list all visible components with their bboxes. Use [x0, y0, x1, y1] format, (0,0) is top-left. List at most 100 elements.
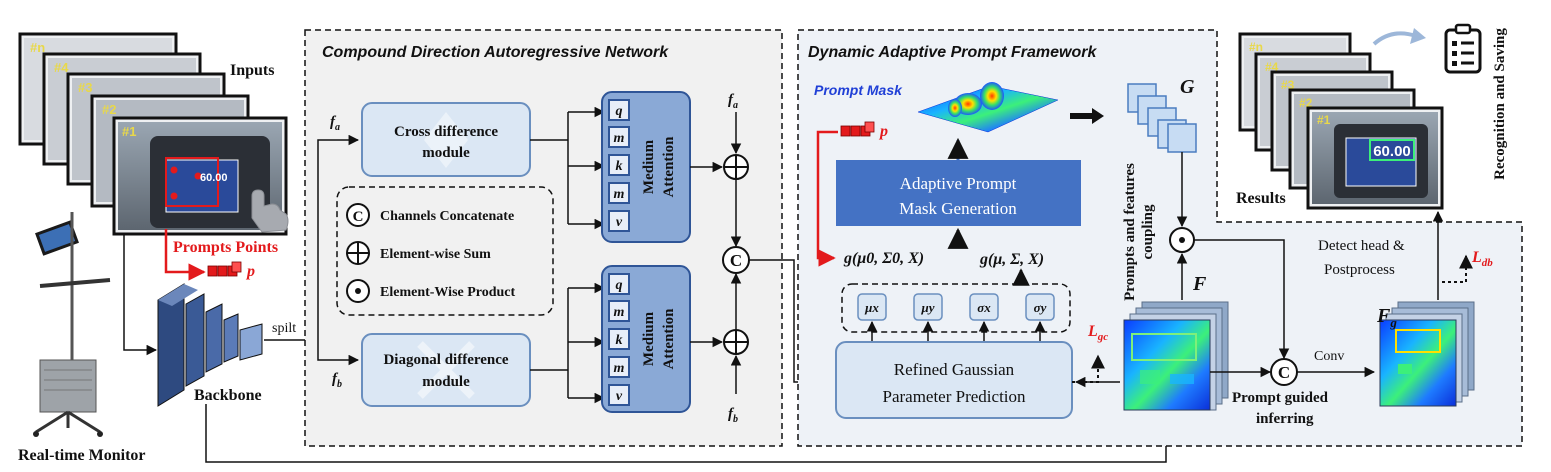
product-op	[1169, 227, 1195, 253]
cdan-title: Compound Direction Autoregressive Networ…	[322, 44, 669, 61]
prompts-points-label: Prompts Points	[173, 239, 278, 256]
prompt-mask-label: Prompt Mask	[814, 82, 903, 98]
fa-arrow	[317, 134, 360, 340]
svg-text:Adaptive Prompt: Adaptive Prompt	[900, 174, 1017, 193]
svg-text:m: m	[614, 305, 625, 320]
concat-op-right: C	[1270, 358, 1298, 386]
input-to-backbone-arrow	[123, 234, 158, 356]
frame-label: #4	[54, 60, 69, 75]
sum-op-top	[723, 154, 749, 180]
frame-label: #1	[122, 124, 136, 139]
param-mu-x: μx	[864, 300, 879, 315]
svg-text:m: m	[614, 361, 625, 376]
dapf-title: Dynamic Adaptive Prompt Framework	[808, 44, 1097, 61]
result-frames: #n #4 #3 #2 60.00 #1	[1238, 32, 1444, 210]
input-frames: #n #4 #3 #2 60.00 #1	[18, 32, 289, 236]
product-legend-icon	[346, 279, 370, 303]
svg-text:Refined Gaussian: Refined Gaussian	[894, 360, 1015, 379]
svg-text:Cross difference: Cross difference	[394, 124, 498, 140]
fb-label: fb	[332, 371, 342, 390]
param-sigma-x: σx	[977, 300, 991, 315]
concat-op: C	[722, 246, 750, 274]
Fg-label: Fg	[1376, 305, 1397, 330]
result-frame-label: #1	[1317, 113, 1331, 127]
frame-label: #3	[78, 80, 92, 95]
svg-text:module: module	[422, 145, 470, 161]
legend-concat-label: Channels Concatenate	[380, 209, 514, 224]
prompt-guided-label-2: inferring	[1256, 411, 1314, 427]
screen-reading: 60.00	[200, 172, 228, 184]
backbone-label: Backbone	[194, 387, 262, 404]
fb-bottom-label: fb	[728, 406, 738, 425]
cross-fanout-arrows	[530, 106, 606, 230]
svg-text:C: C	[353, 209, 364, 225]
split-label: spilt	[272, 321, 296, 336]
prompt-guided-label-1: Prompt guided	[1232, 390, 1329, 406]
svg-text:Diagonal difference: Diagonal difference	[383, 352, 508, 368]
diagonal-difference-module: Diagonal difference module	[361, 333, 531, 407]
svg-text:module: module	[422, 374, 470, 390]
concat-legend-icon	[346, 203, 370, 227]
svg-text:v: v	[616, 389, 623, 404]
prompt-arrow	[164, 229, 206, 281]
F-feature-heatmap	[1123, 301, 1229, 411]
medium-attention-top: q m k m v Medium Attention	[601, 91, 691, 243]
rgpp-to-params-arrows	[866, 320, 1046, 342]
param-sigma-y: σy	[1034, 300, 1047, 315]
input-frame-1: 60.00 #1	[112, 116, 289, 236]
refined-gaussian-parameter-prediction: Refined Gaussian Parameter Prediction	[835, 341, 1073, 419]
coupling-label-1: Prompts and features	[1122, 163, 1138, 301]
results-label: Results	[1236, 190, 1286, 207]
monitor-device-icon	[33, 212, 111, 437]
svg-text:C: C	[730, 251, 742, 270]
svg-text:k: k	[616, 159, 623, 174]
svg-text:Medium: Medium	[641, 139, 657, 194]
detect-head-label-1: Detect head &	[1318, 238, 1405, 254]
backbone-network	[157, 283, 263, 407]
legend-product-label: Element-Wise Product	[380, 285, 516, 300]
prompt-cubes-icon	[207, 261, 242, 277]
svg-text:Parameter Prediction: Parameter Prediction	[882, 387, 1026, 406]
sum-legend-icon	[346, 241, 370, 265]
dapf-prompt-cubes-icon	[840, 121, 875, 137]
prompt-mask-surface	[917, 82, 1059, 133]
svg-text:q: q	[616, 104, 623, 119]
save-arrow	[1372, 31, 1417, 46]
dapf-p-symbol: p	[878, 123, 888, 140]
conv-label: Conv	[1314, 349, 1344, 364]
sum-op-bottom	[723, 329, 749, 355]
recognition-label: Recognition and Saving	[1492, 28, 1508, 180]
detect-head-label-2: Postprocess	[1324, 262, 1395, 278]
g-expression: g(μ, Σ, X)	[979, 251, 1044, 268]
g0-expression: g(μ0, Σ0, X)	[843, 250, 924, 267]
svg-text:C: C	[1278, 363, 1290, 382]
coupling-label-2: coupling	[1140, 204, 1156, 260]
cross-difference-module: Cross difference module	[361, 102, 531, 177]
inputs-label: Inputs	[230, 62, 274, 79]
svg-text:m: m	[614, 131, 625, 146]
detect-loss-arrow	[1442, 254, 1473, 283]
result-reading: 60.00	[1373, 143, 1411, 160]
medium-attention-bottom: q m k m v Medium Attention	[601, 265, 691, 413]
svg-text:Mask Generation: Mask Generation	[899, 199, 1017, 218]
fa-top-label: fa	[728, 92, 738, 111]
svg-text:Attention: Attention	[661, 136, 677, 197]
loss-gc: Lgc	[1087, 323, 1108, 343]
legend-sum-label: Element-wise Sum	[380, 247, 491, 262]
result-frame-label: #n	[1249, 40, 1263, 54]
svg-text:q: q	[616, 278, 623, 293]
svg-text:Attention: Attention	[661, 308, 677, 369]
svg-text:m: m	[614, 187, 625, 202]
param-mu-y: μy	[921, 300, 935, 315]
prompt-p-symbol: p	[245, 263, 255, 280]
G-feature-stack	[1127, 83, 1197, 153]
operator-legend: C Channels Concatenate Element-wise Sum …	[336, 186, 554, 316]
svg-text:Medium: Medium	[641, 311, 657, 366]
fa-label: fa	[330, 114, 340, 133]
fb-arrow	[317, 340, 360, 366]
svg-text:k: k	[616, 333, 623, 348]
diag-fanout-arrows	[530, 282, 606, 404]
product-to-concat-arrow	[1194, 239, 1290, 360]
hand-pointer-icon	[251, 189, 289, 233]
